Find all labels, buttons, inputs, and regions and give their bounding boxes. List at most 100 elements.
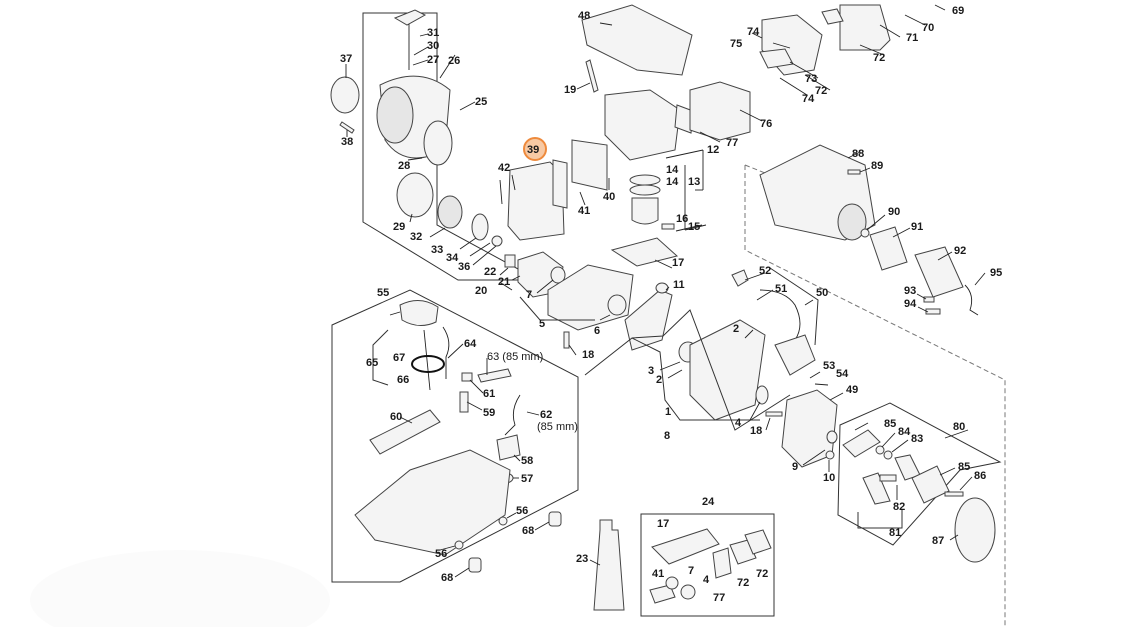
callout-30[interactable]: 30 xyxy=(427,40,439,52)
callout-9[interactable]: 9 xyxy=(792,461,798,473)
callout-14b[interactable]: 14 xyxy=(666,176,679,188)
kit-callout-41[interactable]: 41 xyxy=(652,568,664,580)
callout-49[interactable]: 49 xyxy=(846,384,858,396)
callout-52[interactable]: 52 xyxy=(759,265,771,277)
callout-17[interactable]: 17 xyxy=(672,257,684,269)
callout-29[interactable]: 29 xyxy=(393,221,405,233)
callout-91[interactable]: 91 xyxy=(911,221,923,233)
callout-75[interactable]: 75 xyxy=(730,38,742,50)
callout-72a[interactable]: 72 xyxy=(873,52,885,64)
callout-65[interactable]: 65 xyxy=(366,357,378,369)
callout-61[interactable]: 61 xyxy=(483,388,495,400)
callout-68b[interactable]: 68 xyxy=(441,572,453,584)
callout-7[interactable]: 7 xyxy=(526,289,532,301)
callout-64[interactable]: 64 xyxy=(464,338,477,350)
callout-85b[interactable]: 85 xyxy=(958,461,970,473)
callout-48[interactable]: 48 xyxy=(578,10,590,22)
callout-59[interactable]: 59 xyxy=(483,407,495,419)
callout-1[interactable]: 1 xyxy=(665,406,671,418)
callout-86[interactable]: 86 xyxy=(974,470,986,482)
callout-15[interactable]: 15 xyxy=(688,221,700,233)
callout-67[interactable]: 67 xyxy=(393,352,405,364)
kit-callout-72b[interactable]: 72 xyxy=(756,568,768,580)
callout-95[interactable]: 95 xyxy=(990,267,1002,279)
callout-93[interactable]: 93 xyxy=(904,285,916,297)
callout-27[interactable]: 27 xyxy=(427,54,439,66)
callout-8[interactable]: 8 xyxy=(664,430,670,442)
callout-90[interactable]: 90 xyxy=(888,206,900,218)
callout-62[interactable]: 62 xyxy=(540,409,552,421)
callout-85a[interactable]: 85 xyxy=(884,418,896,430)
callout-4[interactable]: 4 xyxy=(735,417,742,429)
kit-callout-72a[interactable]: 72 xyxy=(737,577,749,589)
callout-56a[interactable]: 56 xyxy=(516,505,528,517)
callout-68a[interactable]: 68 xyxy=(522,525,534,537)
callout-6[interactable]: 6 xyxy=(594,325,600,337)
callout-53[interactable]: 53 xyxy=(823,360,835,372)
callout-19[interactable]: 19 xyxy=(564,84,576,96)
callout-38[interactable]: 38 xyxy=(341,136,353,148)
callout-87[interactable]: 87 xyxy=(932,535,944,547)
callout-39[interactable]: 39 xyxy=(527,144,539,156)
callout-77[interactable]: 77 xyxy=(726,137,738,149)
callout-33[interactable]: 33 xyxy=(431,244,443,256)
callout-26[interactable]: 26 xyxy=(448,55,460,67)
callout-62-size[interactable]: (85 mm) xyxy=(537,421,578,433)
callout-73[interactable]: 73 xyxy=(805,73,817,85)
callout-76[interactable]: 76 xyxy=(760,118,772,130)
callout-94[interactable]: 94 xyxy=(904,298,917,310)
callout-23[interactable]: 23 xyxy=(576,553,588,565)
kit-callout-17[interactable]: 17 xyxy=(657,518,669,530)
callout-10[interactable]: 10 xyxy=(823,472,835,484)
callout-72b[interactable]: 72 xyxy=(815,85,827,97)
callout-41[interactable]: 41 xyxy=(578,205,590,217)
callout-11[interactable]: 11 xyxy=(673,279,685,291)
callout-36[interactable]: 36 xyxy=(458,261,470,273)
callout-89[interactable]: 89 xyxy=(871,160,883,172)
kit-callout-4[interactable]: 4 xyxy=(703,574,710,586)
callout-12[interactable]: 12 xyxy=(707,144,719,156)
callout-34[interactable]: 34 xyxy=(446,252,459,264)
callout-2a[interactable]: 2 xyxy=(733,323,739,335)
callout-83[interactable]: 83 xyxy=(911,433,923,445)
callout-2b[interactable]: 2 xyxy=(656,374,662,386)
callout-92[interactable]: 92 xyxy=(954,245,966,257)
callout-16[interactable]: 16 xyxy=(676,213,688,225)
callout-37[interactable]: 37 xyxy=(340,53,352,65)
callout-60[interactable]: 60 xyxy=(390,411,402,423)
callout-54[interactable]: 54 xyxy=(836,368,849,380)
callout-28[interactable]: 28 xyxy=(398,160,410,172)
callout-88[interactable]: 88 xyxy=(852,148,864,160)
callout-80[interactable]: 80 xyxy=(953,421,965,433)
callout-20[interactable]: 20 xyxy=(475,285,487,297)
callout-18a[interactable]: 18 xyxy=(582,349,594,361)
callout-5[interactable]: 5 xyxy=(539,318,545,330)
callout-51[interactable]: 51 xyxy=(775,283,787,295)
callout-22[interactable]: 22 xyxy=(484,266,496,278)
kit-callout-7[interactable]: 7 xyxy=(688,565,694,577)
callout-63[interactable]: 63 (85 mm) xyxy=(487,351,543,363)
callout-58[interactable]: 58 xyxy=(521,455,533,467)
callout-25[interactable]: 25 xyxy=(475,96,487,108)
kit-callout-77[interactable]: 77 xyxy=(713,592,725,604)
callout-70[interactable]: 70 xyxy=(922,22,934,34)
callout-42[interactable]: 42 xyxy=(498,162,510,174)
callout-13[interactable]: 13 xyxy=(688,176,700,188)
callout-82[interactable]: 82 xyxy=(893,501,905,513)
callout-74b[interactable]: 74 xyxy=(802,93,815,105)
callout-55[interactable]: 55 xyxy=(377,287,389,299)
callout-50[interactable]: 50 xyxy=(816,287,828,299)
callout-40[interactable]: 40 xyxy=(603,191,615,203)
selected-part-highlight[interactable] xyxy=(523,137,547,161)
callout-71[interactable]: 71 xyxy=(906,32,918,44)
callout-69[interactable]: 69 xyxy=(952,5,964,17)
callout-32[interactable]: 32 xyxy=(410,231,422,243)
callout-74a[interactable]: 74 xyxy=(747,26,760,38)
callout-3[interactable]: 3 xyxy=(648,365,654,377)
callout-56b[interactable]: 56 xyxy=(435,548,447,560)
callout-31[interactable]: 31 xyxy=(427,27,439,39)
callout-81[interactable]: 81 xyxy=(889,527,901,539)
callout-84[interactable]: 84 xyxy=(898,426,911,438)
callout-14a[interactable]: 14 xyxy=(666,164,679,176)
callout-18b[interactable]: 18 xyxy=(750,425,762,437)
